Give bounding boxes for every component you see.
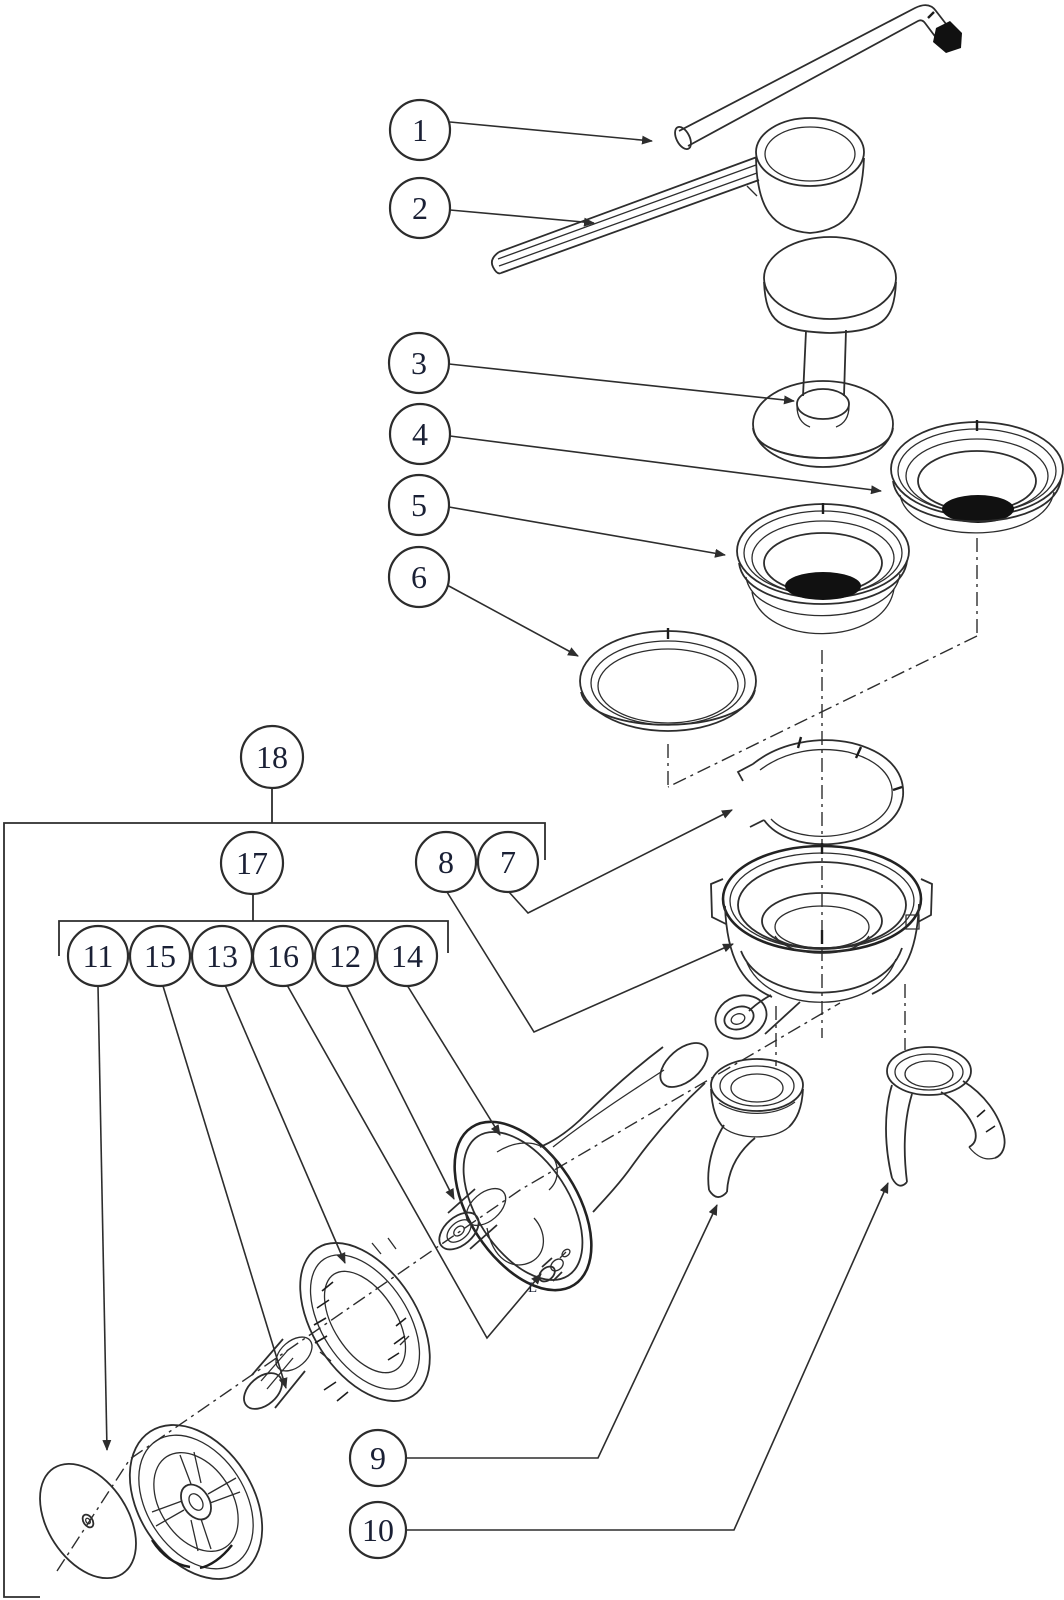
leader-9 bbox=[406, 1204, 718, 1459]
svg-text:6: 6 bbox=[411, 559, 427, 595]
callout-18: 18 bbox=[239, 724, 305, 790]
svg-text:3: 3 bbox=[411, 345, 427, 381]
leader-1 bbox=[449, 121, 653, 145]
bracket-group-18 bbox=[3, 788, 546, 1598]
callout-2: 2 bbox=[388, 176, 452, 240]
part-lock-ring bbox=[299, 1237, 431, 1402]
leader-16 bbox=[286, 984, 542, 1340]
part-portafilter-body bbox=[710, 843, 933, 1040]
part-handle-cap bbox=[128, 1336, 313, 1580]
axis-lines bbox=[56, 538, 978, 1572]
callout-12: 12 bbox=[313, 924, 377, 988]
part-adapter-ring bbox=[579, 628, 757, 732]
callout-9: 9 bbox=[348, 1428, 408, 1488]
svg-text:15: 15 bbox=[144, 938, 176, 974]
svg-text:14: 14 bbox=[391, 938, 423, 974]
svg-text:11: 11 bbox=[83, 938, 114, 974]
leader-11 bbox=[97, 985, 112, 1451]
leader-2 bbox=[449, 209, 595, 227]
part-handle-bell bbox=[453, 1042, 709, 1292]
callout-8: 8 bbox=[414, 830, 478, 894]
callout-4: 4 bbox=[388, 402, 452, 466]
svg-text:7: 7 bbox=[500, 844, 516, 880]
svg-text:9: 9 bbox=[370, 1440, 386, 1476]
callout-10: 10 bbox=[348, 1500, 408, 1560]
part-spring-clip bbox=[736, 736, 904, 846]
bracket-group-17 bbox=[58, 895, 449, 956]
callout-14: 14 bbox=[375, 924, 439, 988]
svg-text:1: 1 bbox=[412, 112, 428, 148]
leader-7 bbox=[508, 809, 733, 914]
callout-17: 17 bbox=[219, 830, 285, 896]
part-steam-pipe bbox=[674, 4, 962, 150]
svg-text:18: 18 bbox=[256, 739, 288, 775]
svg-text:17: 17 bbox=[236, 845, 268, 881]
leader-3 bbox=[448, 363, 795, 405]
part-measuring-scoop bbox=[490, 117, 865, 275]
leader-4 bbox=[449, 435, 882, 495]
svg-text:8: 8 bbox=[438, 844, 454, 880]
callout-16: 16 bbox=[251, 924, 315, 988]
part-double-spout bbox=[885, 1046, 1006, 1187]
leader-8 bbox=[446, 891, 734, 1034]
callout-7: 7 bbox=[476, 830, 540, 894]
leader-14 bbox=[406, 984, 501, 1136]
leader-15 bbox=[162, 985, 288, 1389]
callout-15: 15 bbox=[128, 924, 192, 988]
svg-text:13: 13 bbox=[206, 938, 238, 974]
leader-6 bbox=[446, 584, 579, 657]
part-handle-bushing bbox=[438, 1187, 507, 1251]
part-single-spout bbox=[707, 1058, 804, 1198]
leader-5 bbox=[448, 506, 726, 558]
svg-text:16: 16 bbox=[267, 938, 299, 974]
svg-text:2: 2 bbox=[412, 190, 428, 226]
callout-6: 6 bbox=[387, 545, 451, 609]
callout-11: 11 bbox=[66, 924, 130, 988]
callout-1: 1 bbox=[388, 98, 452, 162]
part-filter-basket-deep bbox=[890, 420, 1064, 534]
callouts: 1 2 3 4 5 6 7 8 bbox=[66, 98, 540, 1560]
leader-10 bbox=[406, 1182, 889, 1531]
part-filter-basket-shallow bbox=[736, 503, 910, 635]
leader-13 bbox=[224, 984, 346, 1264]
leader-lines bbox=[97, 121, 889, 1531]
callout-5: 5 bbox=[387, 473, 451, 537]
part-screw: L bbox=[528, 1248, 571, 1296]
svg-text:12: 12 bbox=[329, 938, 361, 974]
svg-text:5: 5 bbox=[411, 487, 427, 523]
l-mark: L bbox=[528, 1280, 537, 1296]
part-tamper bbox=[752, 236, 897, 468]
callout-13: 13 bbox=[190, 924, 254, 988]
svg-text:10: 10 bbox=[362, 1512, 394, 1548]
part-end-disc bbox=[39, 1462, 137, 1580]
svg-text:4: 4 bbox=[412, 416, 428, 452]
callout-3: 3 bbox=[387, 331, 451, 395]
leader-12 bbox=[345, 984, 455, 1200]
